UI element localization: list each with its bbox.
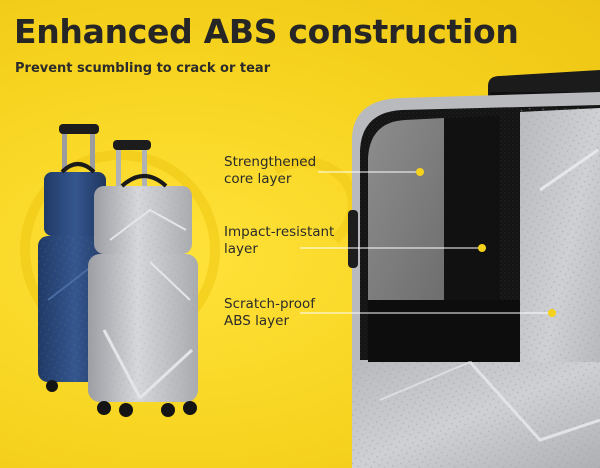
headline: Enhanced ABS construction bbox=[14, 12, 519, 51]
callout-impact-layer: Impact-resistant layer bbox=[224, 224, 364, 258]
callout-line: Scratch-proof bbox=[224, 296, 316, 312]
marker-dot bbox=[478, 244, 486, 252]
subheadline: Prevent scumbling to crack or tear bbox=[15, 61, 271, 76]
luggage-set bbox=[38, 124, 198, 417]
cross-section bbox=[348, 70, 600, 468]
callout-core-layer: Strengthened core layer bbox=[224, 154, 364, 188]
callout-line: layer bbox=[224, 241, 258, 257]
callout-line: ABS layer bbox=[224, 313, 289, 329]
marker-dot bbox=[548, 309, 556, 317]
callout-abs-layer: Scratch-proof ABS layer bbox=[224, 296, 364, 330]
callout-line: Strengthened bbox=[224, 154, 317, 170]
callout-line: core layer bbox=[224, 171, 292, 187]
callout-line: Impact-resistant bbox=[224, 224, 335, 240]
marker-dot bbox=[416, 168, 424, 176]
leader-lines bbox=[300, 171, 552, 314]
